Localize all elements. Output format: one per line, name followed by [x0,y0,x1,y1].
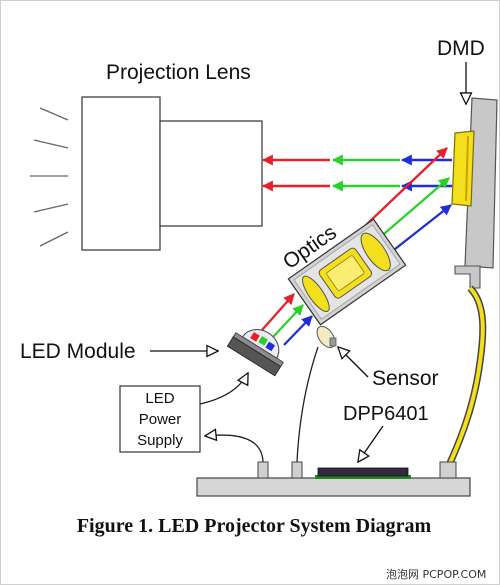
dmd-chip-edge [465,135,469,202]
red-led-arrow [261,293,295,331]
power-connector [257,461,269,479]
board-to-power-arrow [205,435,264,463]
power-supply-label-line2: Power [139,411,182,428]
pcb [196,477,471,497]
sensor [316,325,337,349]
dmd-assembly [451,97,498,289]
red-led-die [250,332,260,342]
dmd-chip [451,130,475,207]
lens-barrel-front [81,96,161,251]
blue-led-arrow [283,315,313,346]
led-module-base [226,336,282,377]
optics-integrator-inner [326,255,365,291]
controller-board [196,461,471,497]
led-module-label: LED Module [20,340,136,363]
led-module [226,329,284,377]
sensor-mount [329,337,337,347]
figure-caption: Figure 1. LED Projector System Diagram [77,515,432,537]
dpp6401-label: DPP6401 [343,403,429,425]
power-supply-label-line3: Supply [137,432,183,449]
projected-light-rays [30,107,69,247]
power-to-led-arrow [199,373,248,405]
green-led-arrow [272,304,304,338]
flex-cable [446,285,487,465]
sensor-pointer-arrow [338,347,369,378]
blue-ray [389,204,452,254]
optics-lens-entry [302,275,330,312]
dpp6401-chip [317,467,409,477]
dpp6401-pointer-arrow [358,425,384,462]
sensor-label: Sensor [372,367,439,390]
reflected-light-arrows [261,154,452,192]
led-to-optics-arrows [261,293,313,346]
flex-connector [439,461,457,479]
dmd-label: DMD [437,37,485,60]
projected-ray [33,203,69,213]
power-supply-box [119,385,201,453]
sensor-connector [291,461,303,479]
projection-lens [81,96,263,251]
power-supply-label-line1: LED [145,390,174,407]
sensor-wire [296,346,319,463]
optics-lens-exit [360,232,391,272]
projected-ray [39,231,69,247]
green-led-die [258,336,268,346]
blue-led-die [265,341,276,352]
projected-ray [39,107,69,121]
projected-ray [33,139,69,149]
lens-barrel-rear [159,120,263,227]
flex-cable-core [448,286,485,464]
chip-pads [315,475,411,479]
projection-lens-label: Projection Lens [106,61,251,84]
watermark: 泡泡网 PCPOP.COM [386,567,486,581]
led-power-supply: LED Power Supply [119,385,201,453]
